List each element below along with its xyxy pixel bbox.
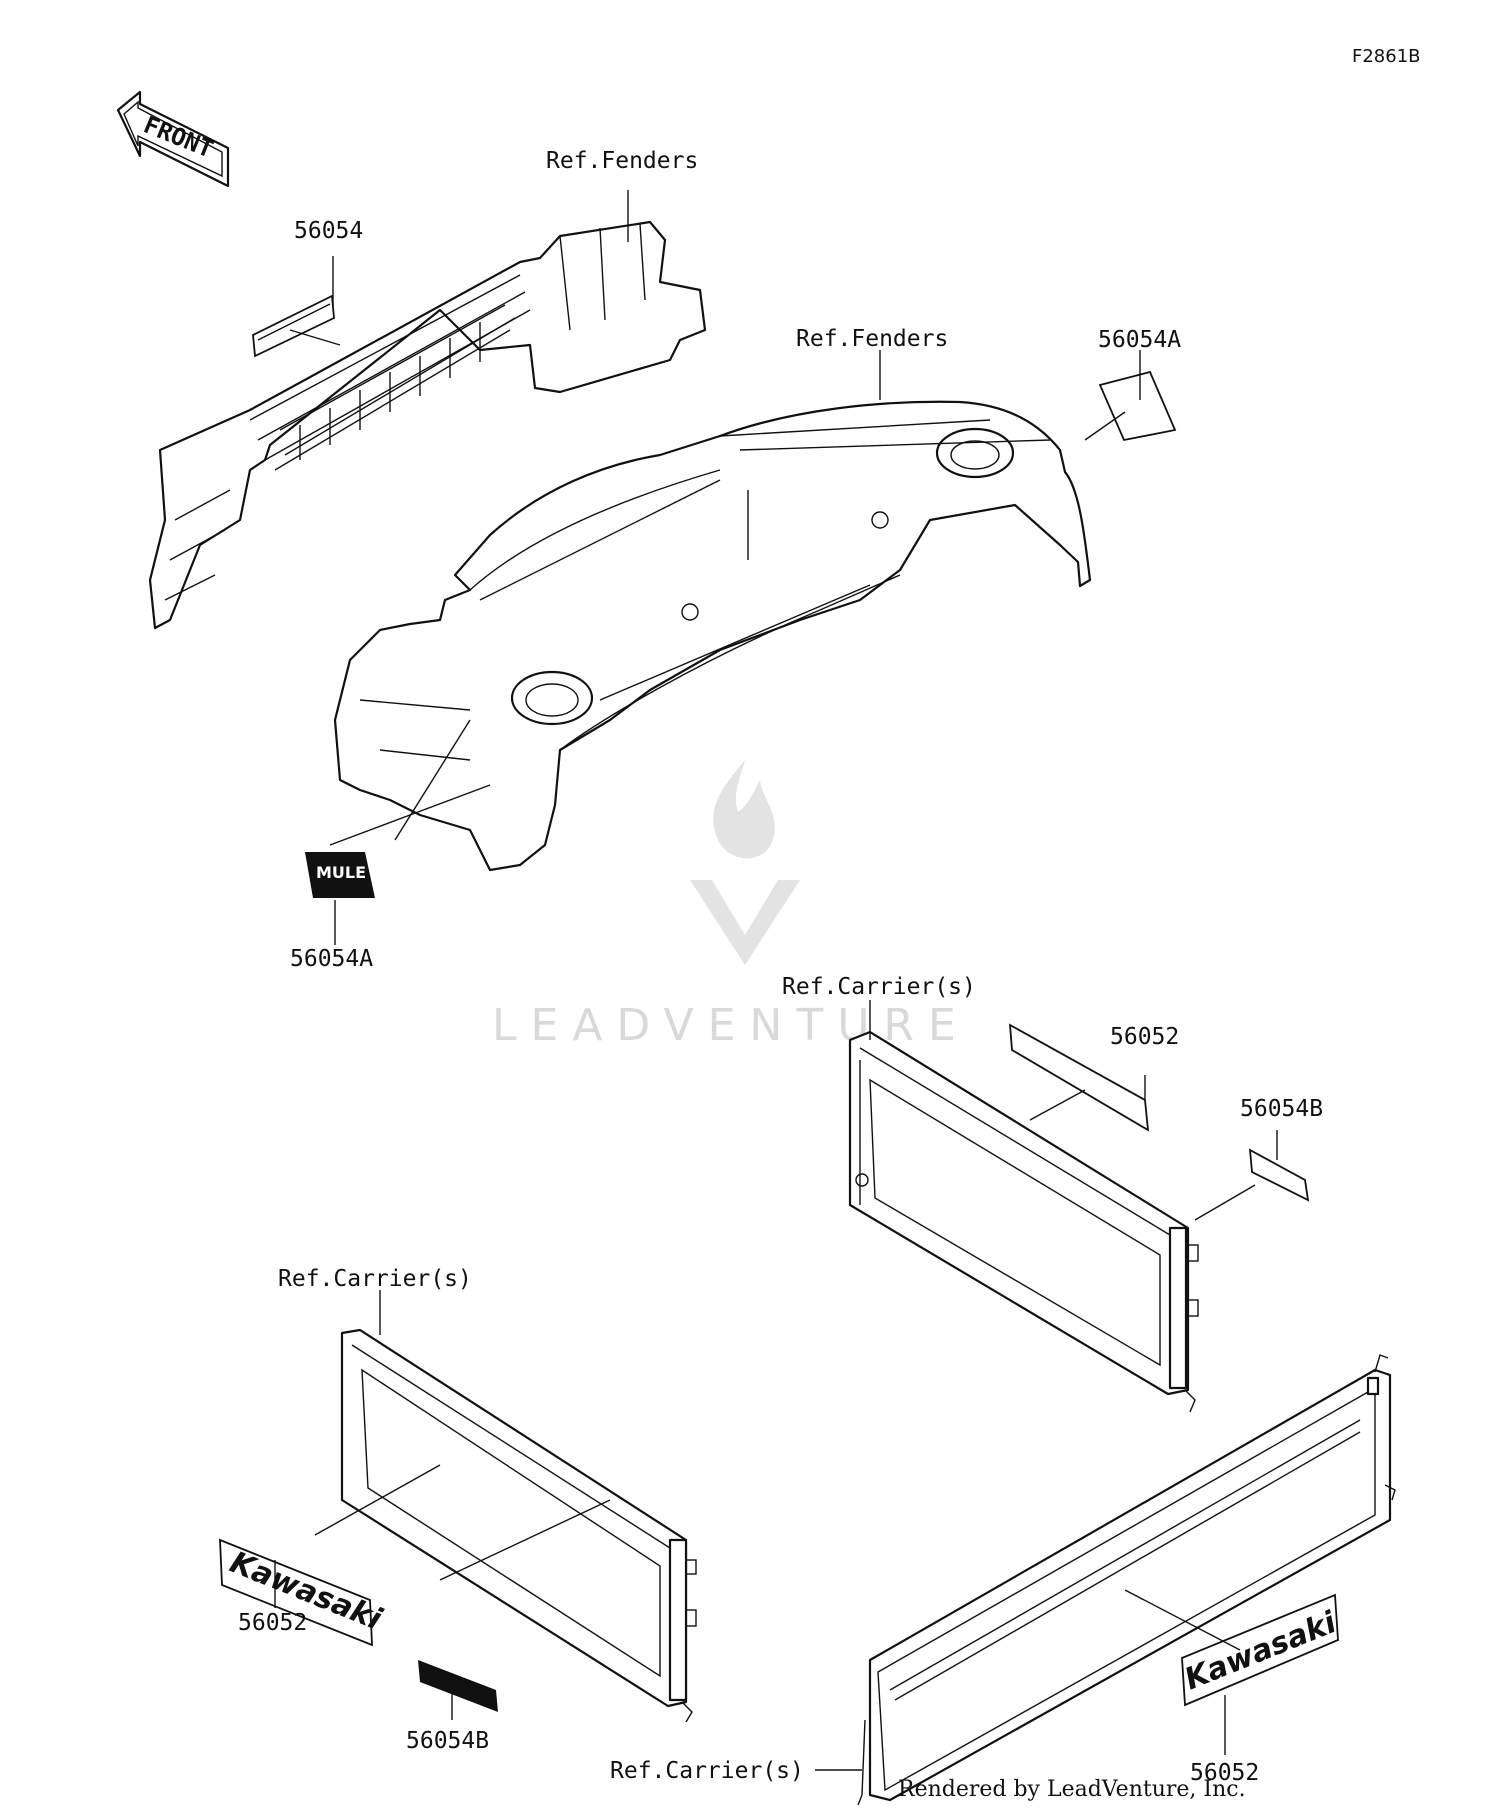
label-ref-carrier-bottom: Ref.Carrier(s): [610, 1758, 804, 1784]
label-56054B-right: 56054B: [1240, 1096, 1323, 1122]
decal-56054: [252, 294, 335, 358]
decal-56054B-right: [1248, 1148, 1310, 1202]
label-56054A-top: 56054A: [1098, 327, 1181, 353]
decal-56054B-left: [418, 1660, 498, 1712]
label-ref-fenders-rear: Ref.Fenders: [796, 326, 948, 352]
leadventure-watermark: LEADVENTURE: [492, 760, 970, 1051]
diagram-code: F2861B: [1352, 46, 1421, 67]
label-56052-right: 56052: [1110, 1024, 1179, 1050]
tailgate-left: [340, 1328, 697, 1723]
label-ref-fenders-front: Ref.Fenders: [546, 148, 698, 174]
label-56054B-left: 56054B: [406, 1728, 489, 1754]
label-56054A-bottom: 56054A: [290, 946, 373, 972]
tailgate-bottom: [857, 1354, 1396, 1806]
label-56054: 56054: [294, 218, 363, 244]
label-56052-left: 56052: [238, 1610, 307, 1636]
decal-56054A-top: [1098, 370, 1177, 442]
decal-mule-logo: MULE: [305, 852, 375, 898]
label-56052-bottom: 56052: [1190, 1760, 1259, 1786]
watermark-text: LEADVENTURE: [492, 1000, 970, 1051]
credit-text: Rendered by LeadVenture, Inc.: [898, 1777, 1246, 1802]
mule-logo-text: MULE: [316, 863, 366, 882]
rear-fender-body: [333, 400, 1092, 872]
label-ref-carrier-right: Ref.Carrier(s): [782, 974, 976, 1000]
front-arrow-icon: FRONT: [116, 90, 230, 188]
label-ref-carrier-left: Ref.Carrier(s): [278, 1266, 472, 1292]
front-grille-panel: [148, 220, 707, 630]
leader-lines: [274, 190, 1278, 1771]
tailgate-right: [848, 1030, 1199, 1413]
decal-56052-right: [1008, 1023, 1150, 1132]
